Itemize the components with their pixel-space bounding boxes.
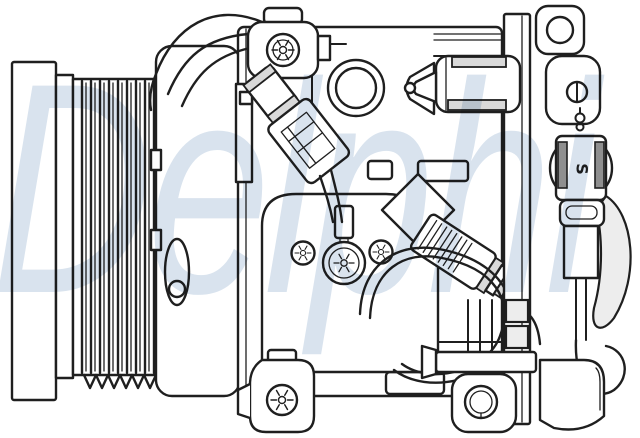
bottom-pipe (434, 350, 538, 374)
torx-bolt-icon (290, 240, 316, 266)
wire-hose (148, 13, 264, 112)
lug-side-tab (316, 34, 332, 62)
bolt-hole (265, 383, 299, 417)
muffler-band (447, 99, 507, 111)
body-boss (416, 159, 470, 183)
suction-port-inner (334, 66, 378, 110)
pulley-groove-highlights (85, 82, 150, 372)
pulley-v-teeth (82, 373, 158, 390)
connector-latch-slot (565, 205, 598, 220)
body-oval-port (167, 279, 187, 299)
clutch-spacer (54, 73, 75, 380)
body-rib-tab (149, 228, 163, 252)
connector-marking-label: S (573, 163, 592, 175)
body-boss (366, 159, 394, 181)
clutch-pulley-group (10, 60, 165, 402)
connector-shadow-shell (592, 194, 632, 329)
wire (180, 46, 252, 108)
connector-terminal (594, 141, 605, 189)
lug-side-tab (236, 382, 251, 420)
elbow-fitting (538, 358, 606, 431)
body-rib-tab (149, 148, 163, 172)
pulley-belt-grooves (80, 79, 156, 375)
pipe-end-cap (420, 344, 438, 380)
diagonal-plug-group (234, 63, 351, 224)
screw-icon (575, 122, 585, 132)
shaft-stem (333, 204, 355, 240)
cable-boot-band (242, 63, 278, 94)
shaft-nut-inner (328, 247, 360, 279)
bolt-hole (265, 32, 301, 68)
cylinder-head-group (260, 192, 440, 374)
connector-terminal (557, 141, 568, 189)
bracket-boss (504, 324, 530, 350)
plug-wire (329, 168, 344, 224)
bottom-fittings-group (236, 299, 606, 434)
wire (166, 32, 250, 96)
body-front-section (154, 44, 242, 398)
bolt-hole (545, 15, 575, 45)
pipe-strips (467, 299, 493, 353)
connector-plug-slot (280, 111, 336, 169)
connector-stem (562, 224, 600, 280)
elbow-inner-edge (595, 367, 601, 411)
nozzle-tip (403, 81, 417, 95)
muffler-band (451, 56, 507, 68)
plug-wire (318, 174, 335, 224)
bracket-boss (504, 298, 530, 324)
right-connector-group: S (544, 54, 632, 396)
clutch-front-plate (10, 60, 58, 402)
rear-bracket-group (403, 4, 586, 426)
top-mounting-group (148, 6, 347, 112)
